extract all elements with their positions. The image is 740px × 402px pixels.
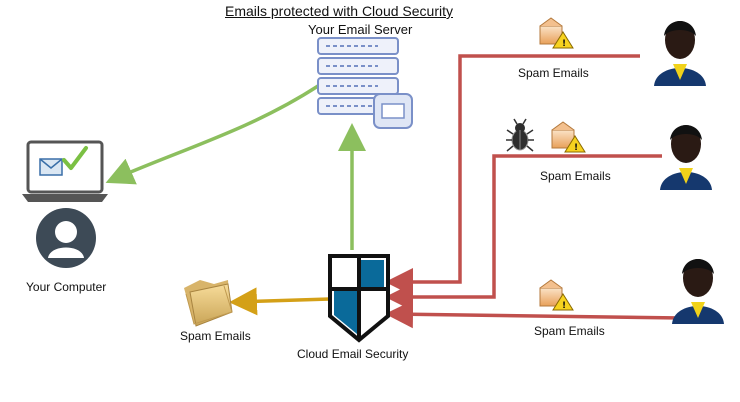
diagram-title: Emails protected with Cloud Security: [225, 3, 453, 19]
user-avatar-icon: [36, 208, 96, 268]
spam-folder-label: Spam Emails: [180, 329, 251, 343]
computer-label: Your Computer: [26, 280, 107, 294]
spam-label-1: Spam Emails: [518, 66, 589, 80]
spam-email-warning-icon: !: [539, 279, 574, 311]
svg-text:!: !: [562, 39, 566, 49]
security-shield-icon: [328, 254, 390, 343]
security-label: Cloud Email Security: [297, 347, 409, 361]
person-icon: [672, 259, 724, 324]
server-label: Your Email Server: [308, 22, 413, 37]
spam-email-warning-icon: !: [551, 121, 586, 153]
spam-path-2: [385, 154, 662, 311]
laptop-mail-icon: [22, 140, 108, 202]
bug-icon: [506, 118, 534, 152]
spam-path-1: [385, 54, 640, 296]
spam-email-warning-icon: !: [539, 17, 574, 49]
spam-label-2: Spam Emails: [540, 169, 611, 183]
spam-path-3: [385, 300, 683, 329]
svg-text:!: !: [574, 143, 578, 153]
spam-folder-icon: [184, 280, 233, 327]
email-server-icon: [317, 37, 413, 129]
quarantine-path: [229, 287, 331, 316]
spam-label-3: Spam Emails: [534, 324, 605, 338]
clean-path-to-computer: [105, 84, 319, 185]
svg-text:!: !: [562, 301, 566, 311]
person-icon: [660, 125, 712, 190]
person-icon: [654, 21, 706, 86]
